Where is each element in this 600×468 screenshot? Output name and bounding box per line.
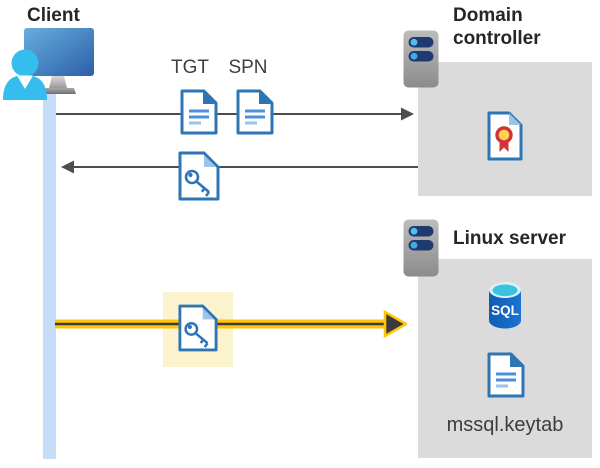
domain-controller-label: Domain controller [453, 5, 541, 49]
arrowhead-yellow [383, 310, 407, 338]
arrowhead-right [401, 107, 414, 121]
spn-document-icon [236, 89, 274, 135]
client-monitor-icon [24, 28, 94, 76]
linux-server-label: Linux server [453, 228, 566, 249]
monitor-stand [49, 76, 67, 88]
monitor-base [40, 88, 76, 94]
sql-icon-label: SQL [491, 303, 519, 318]
keytab-document-icon [487, 352, 525, 398]
highlighted-key-ticket-icon [178, 304, 218, 352]
domain-controller-server-icon [403, 30, 439, 88]
client-lifeline [43, 90, 56, 459]
client-user-icon [3, 49, 47, 100]
request-arrow [56, 107, 414, 121]
kerberos-auth-arrow [55, 310, 407, 338]
certificate-ribbon [499, 140, 509, 152]
key-glyph [184, 322, 209, 348]
client-computer-icon [3, 28, 94, 100]
client-label: Client [27, 5, 80, 26]
key-ticket-icon [178, 151, 220, 201]
certificate-icon [487, 111, 523, 161]
tgt-label: TGT [171, 57, 209, 78]
response-arrow [61, 160, 418, 174]
linux-server-icon [403, 219, 439, 277]
spn-label: SPN [228, 57, 268, 78]
keytab-filename-label: mssql.keytab [446, 414, 564, 436]
sql-database-icon: SQL [489, 282, 521, 329]
tgt-document-icon [180, 89, 218, 135]
arrowhead-left [61, 160, 74, 174]
key-glyph [184, 169, 211, 197]
